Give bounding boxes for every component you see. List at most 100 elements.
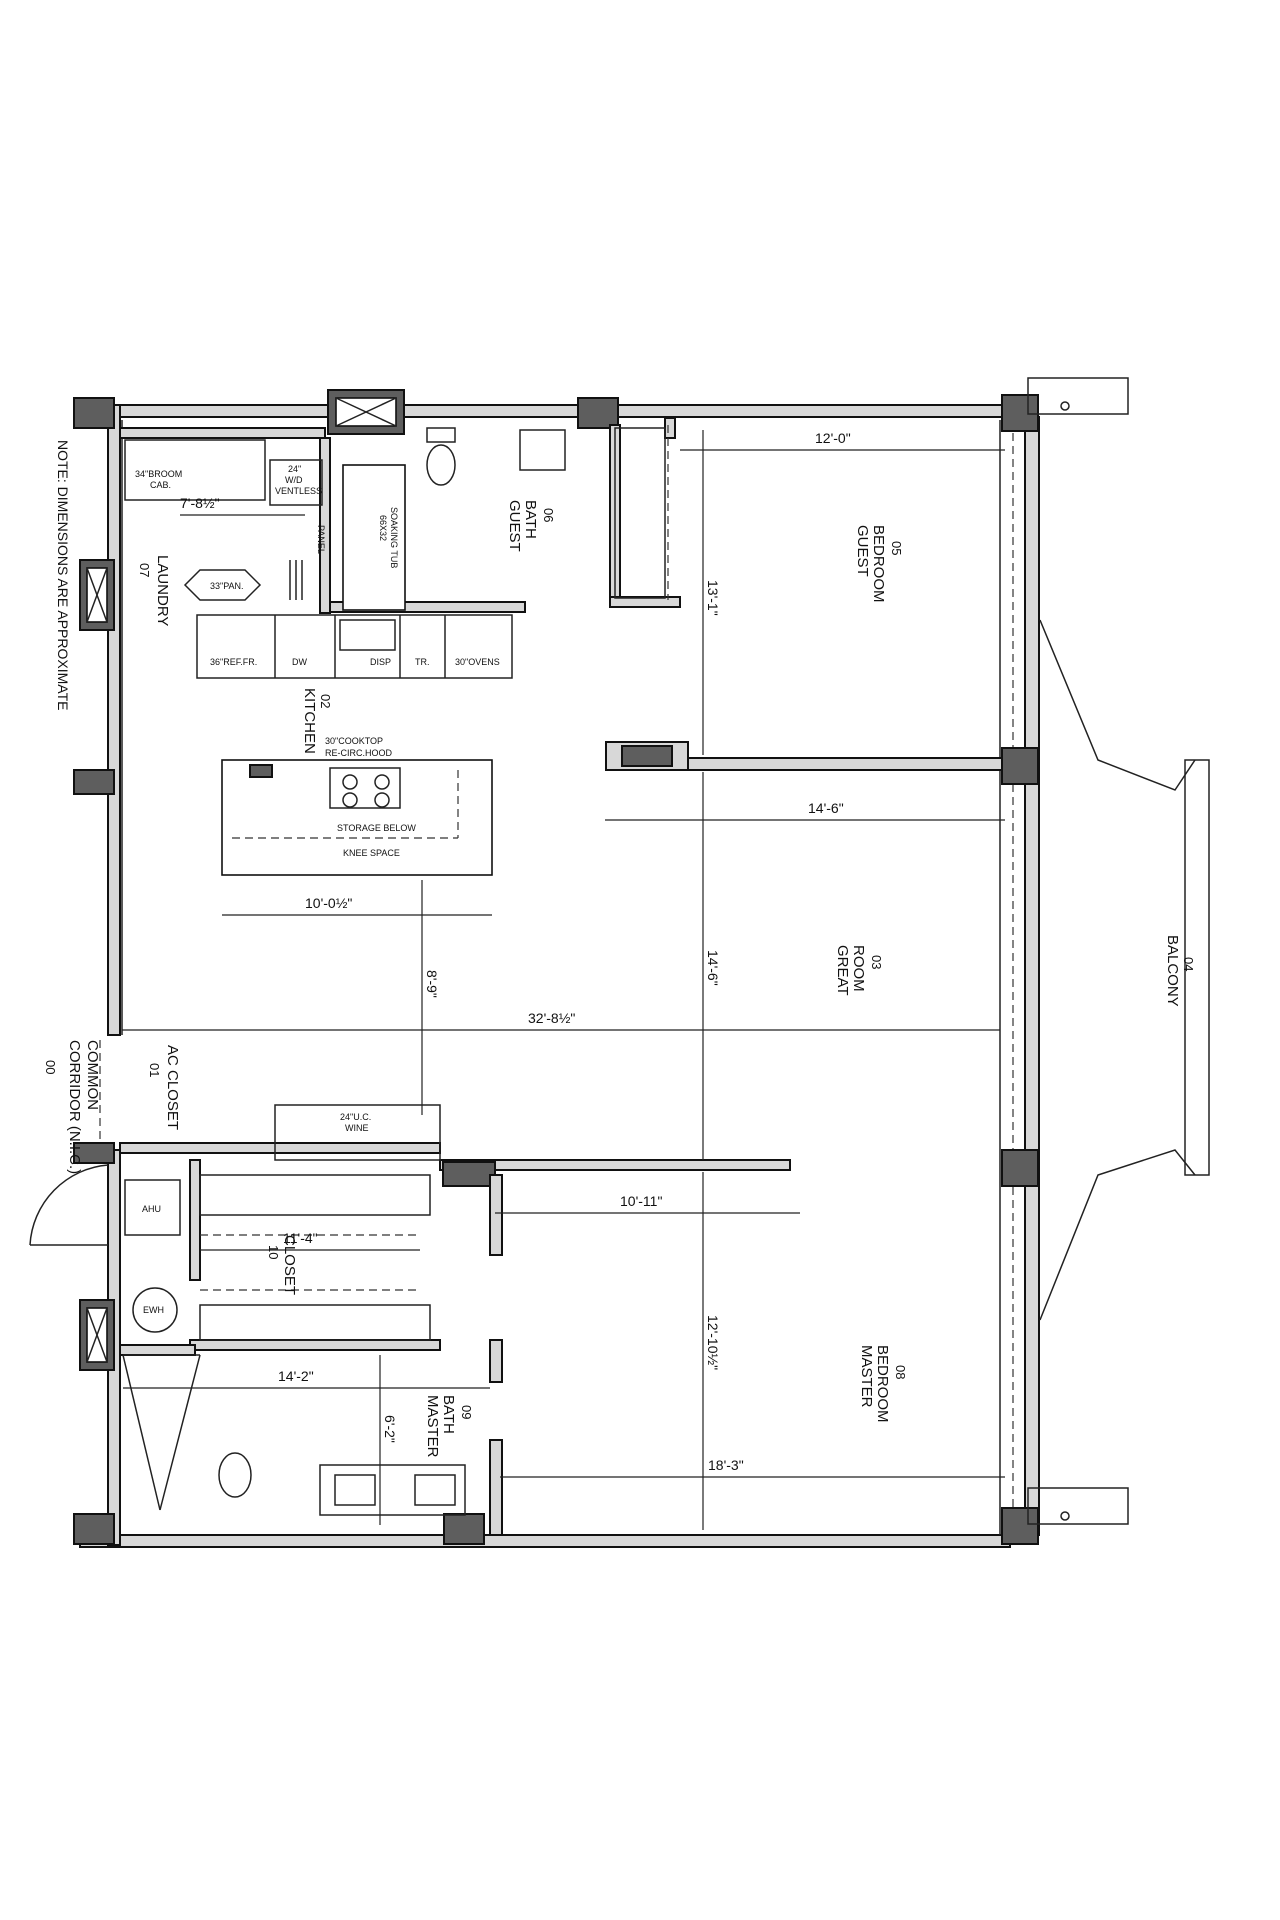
fixture-wine: 24"U.C. — [340, 1112, 371, 1122]
dim-laundry-width: 7'-8½" — [180, 495, 220, 511]
soaking-tub — [342, 464, 406, 611]
kitchen-counter — [196, 614, 513, 679]
master-bedroom-number: 08 — [893, 1365, 908, 1379]
dimensions-note: NOTE: DIMENSIONS ARE APPROXIMATE — [55, 440, 71, 710]
balcony-name: BALCONY — [1164, 935, 1181, 1007]
guest-bath-fixtures — [342, 425, 669, 611]
room-label-balcony: BALCONY 04 — [1164, 935, 1196, 1007]
fixture-wd-3: VENTLESS — [275, 486, 322, 496]
dim-island-length: 10'-0½" — [305, 895, 352, 911]
fixture-ewh: EWH — [143, 1305, 164, 1315]
ac-closet-name: AC CLOSET — [164, 1045, 181, 1130]
dim-guest-bed-depth-g: 13'-1" — [705, 580, 721, 616]
fixture-tub-g: 66X32 SOAKING TUB — [378, 507, 399, 568]
interior-walls — [119, 417, 1003, 1536]
left-wall-upper — [107, 404, 121, 1036]
room-label-corridor: COMMON CORRIDOR (N.I.C.) 00 — [43, 1040, 101, 1174]
closet-number: 10 — [266, 1245, 281, 1259]
ewh — [132, 1287, 178, 1333]
room-label-closet: CLOSET 10 — [266, 1235, 298, 1295]
dim-great-width: 14'-6" — [808, 800, 844, 816]
fixture-pan: 33"PAN. — [210, 581, 244, 591]
fixture-wd: 24" — [288, 464, 301, 474]
kitchen-name: KITCHEN — [301, 688, 318, 754]
closet-fixtures — [122, 1174, 466, 1516]
kitchen-sink — [339, 619, 396, 651]
dim-master-bath-depth-g: 6'-2" — [382, 1415, 398, 1443]
dim-kitchen-depth: 8'-9" — [424, 970, 440, 998]
master-bath-name-2: BATH — [440, 1395, 457, 1434]
corridor-name-2: CORRIDOR (N.I.C.) — [66, 1040, 83, 1174]
fixture-hood: RE-CIRC.HOOD — [325, 748, 392, 758]
dim-master-bath-width: 14'-2" — [278, 1368, 314, 1384]
great-room-name: GREAT — [834, 945, 851, 996]
fixture-broom-cab: 34"BROOM — [135, 469, 182, 479]
columns — [73, 389, 1039, 1545]
cooktop — [329, 767, 401, 809]
guest-bath-name-2: BATH — [522, 500, 539, 539]
guest-bedroom-name-2: BEDROOM — [870, 525, 887, 603]
dim-closet-width: 11'-4" — [283, 1230, 318, 1246]
fixture-ahu: AHU — [142, 1204, 161, 1214]
fixture-panel-g: PANEL — [316, 525, 326, 554]
guest-bath-number: 06 — [541, 508, 556, 522]
master-toilet — [218, 1452, 252, 1498]
laundry-number: 07 — [137, 563, 152, 577]
entry-door — [29, 1040, 109, 1246]
guest-bedroom-number: 05 — [889, 541, 904, 555]
guest-toilet — [426, 444, 456, 486]
master-bath-name: MASTER — [424, 1395, 441, 1458]
corridor-name: COMMON — [84, 1040, 101, 1110]
note-text: NOTE: DIMENSIONS ARE APPROXIMATE — [55, 440, 71, 710]
dim-great-depth: 14'-6" — [705, 950, 721, 986]
room-label-master-bedroom: MASTER BEDROOM 08 — [858, 1345, 908, 1423]
master-vanity — [319, 1464, 466, 1516]
ac-closet-number: 01 — [147, 1063, 162, 1077]
wine-fridge — [274, 1104, 441, 1161]
dim-guest-bed-width: 12'-0" — [815, 430, 851, 446]
corridor-number: 00 — [43, 1060, 58, 1074]
master-bath-number: 09 — [459, 1405, 474, 1419]
room-label-guest-bath: GUEST BATH 06 — [506, 500, 556, 552]
dim-kitchen-depth-g: 8'-9" — [424, 970, 440, 998]
fixture-knee: KNEE SPACE — [343, 848, 400, 858]
guest-bedroom-name: GUEST — [854, 525, 871, 577]
closet-name: CLOSET — [281, 1235, 298, 1295]
balcony-number: 04 — [1181, 957, 1196, 971]
room-label-laundry: LAUNDRY 07 — [137, 555, 171, 626]
fixture-wd-2: W/D — [285, 475, 303, 485]
dimension-lines — [122, 430, 1005, 1530]
room-label-guest-bedroom: GUEST BEDROOM 05 — [854, 525, 904, 603]
glass-wall — [1024, 416, 1040, 1536]
bottom-wall — [79, 1534, 1011, 1548]
fixture-storage: STORAGE BELOW — [337, 823, 416, 833]
dim-master-bed-depth-g: 12'-10½" — [705, 1315, 721, 1370]
guest-closet — [614, 427, 666, 599]
fixture-wine-2: WINE — [345, 1123, 369, 1133]
kitchen-number: 02 — [318, 694, 333, 708]
kitchen-fixtures — [196, 614, 513, 1161]
fixture-tr: TR. — [415, 657, 430, 667]
dim-master-bath-depth: 6'-2" — [382, 1415, 398, 1443]
washer-dryer — [269, 459, 323, 506]
guest-bath-name: GUEST — [506, 500, 523, 552]
fixture-broom-cab-2: CAB. — [150, 480, 171, 490]
fixture-tub-2: SOAKING TUB — [389, 507, 399, 568]
fixture-ovens: 30"OVENS — [455, 657, 500, 667]
fixture-disp: DISP — [370, 657, 391, 667]
pantry — [183, 569, 262, 601]
room-label-master-bath: MASTER BATH 09 — [424, 1395, 474, 1458]
dim-master-bed-width: 18'-3" — [708, 1457, 744, 1473]
broom-cab — [124, 439, 266, 501]
fixture-cooktop: 30"COOKTOP — [325, 736, 383, 746]
room-label-great-room: GREAT ROOM 03 — [834, 945, 884, 996]
dim-overall: 32'-8½" — [528, 1010, 575, 1026]
dim-great-depth-g: 14'-6" — [705, 950, 721, 986]
fixture-panel: PANEL — [316, 525, 326, 554]
room-label-kitchen: KITCHEN 02 — [301, 688, 333, 754]
dim-guest-bed-depth: 13'-1" — [705, 580, 721, 616]
laundry-name: LAUNDRY — [154, 555, 171, 626]
room-label-ac-closet: AC CLOSET 01 — [147, 1045, 181, 1130]
top-wall — [79, 404, 1011, 418]
